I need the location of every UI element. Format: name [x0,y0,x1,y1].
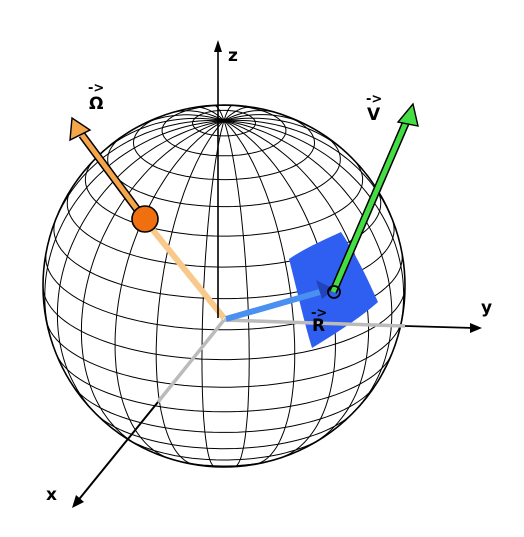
x-axis [75,401,159,504]
position-arrow-mark: -> [311,306,327,321]
sphere-parallel [56,354,392,413]
sphere [42,104,406,468]
sphere-meridian [95,117,225,159]
position-vector-head [316,280,334,299]
x-axis-hidden [156,318,226,404]
sphere-meridian [56,120,225,415]
y-axis-label: y [481,298,492,318]
sphere-parallel [169,457,280,467]
velocity-vector-head [396,102,419,127]
omega-vector-head [69,116,92,142]
x-axis-label: x [46,485,57,505]
y-axis-arrowhead [470,323,482,333]
omega-vector-hidden [145,222,227,320]
y-axis-hidden [223,318,406,328]
sphere-meridian [155,120,225,465]
sphere-meridian [50,119,225,232]
sphere-parallel [84,158,364,237]
sphere-parallel [73,385,376,433]
sphere-meridian [223,120,296,465]
sphere-parallel [125,437,321,461]
sphere-meridian [223,109,276,122]
sphere-parallel [43,287,405,361]
sphere-meridian [44,120,225,342]
position-vector-shaft [225,289,321,322]
sphere-parallel [96,413,353,450]
sphere-parallel [161,105,287,157]
position-label: R [312,316,325,336]
velocity-arrow-mark: -> [366,92,382,107]
velocity-vector-shaft-fill [330,119,410,293]
velocity-label: V [367,105,381,125]
omega-vector-shaft-fill [79,133,145,218]
sphere-grid [43,105,405,467]
x-axis-arrowhead [72,495,84,508]
omega-label: Ω [89,94,103,114]
z-axis-label: z [228,46,238,66]
omega-ball [131,205,159,233]
sphere-parallel [132,114,316,181]
sphere-meridian [201,120,225,467]
y-axis [404,325,475,329]
velocity-origin-point [327,285,341,299]
sphere-parallel [107,133,341,208]
sphere-parallel [192,109,256,137]
sphere-meridian [171,110,225,122]
omega-arrow-mark: -> [88,81,104,96]
sphere-parallel [45,320,402,388]
z-axis-arrowhead [214,40,222,52]
sphere-meridian [223,120,405,335]
sphere-meridian [223,120,393,414]
